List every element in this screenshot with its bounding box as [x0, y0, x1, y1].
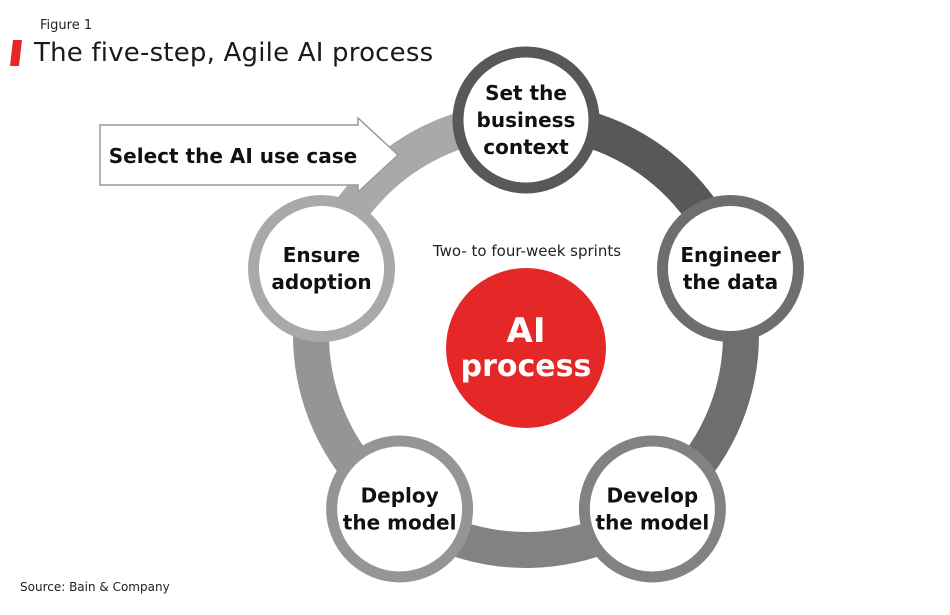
sprint-duration-label: Two- to four-week sprints: [432, 242, 621, 260]
step-node-3: Develop the model: [578, 435, 726, 583]
step-label-line: adoption: [271, 270, 371, 294]
page-title: The five-step, Agile AI process: [34, 38, 434, 68]
step-label-line: context: [483, 135, 569, 159]
step-node-2: Engineer the data: [656, 195, 804, 343]
step-circle: [326, 435, 474, 583]
step-label-line: Ensure: [283, 243, 360, 267]
center-label-line2: process: [461, 349, 592, 384]
step-circle: [248, 195, 396, 343]
step-circle: [452, 46, 600, 194]
step-label-line: the model: [343, 510, 457, 534]
source-note: Source: Bain & Company: [20, 580, 170, 594]
step-label-line: Engineer: [680, 243, 780, 267]
step-node-5: Ensure adoption: [248, 195, 396, 343]
step-node-4: Deploy the model: [326, 435, 474, 583]
title-block: The five-step, Agile AI process: [10, 38, 433, 68]
step-label-line: the model: [596, 510, 710, 534]
entry-arrow-label: Select the AI use case: [109, 144, 357, 168]
entry-arrow: [99, 116, 400, 194]
center-circle: [446, 268, 606, 428]
step-circle: [578, 435, 726, 583]
center-label-line1: AI: [507, 311, 546, 351]
figure-label: Figure 1: [40, 18, 93, 33]
step-node-1: Set the business context: [452, 46, 600, 194]
step-label-line: business: [477, 108, 576, 132]
step-circle: [656, 195, 804, 343]
step-label-line: Develop: [607, 483, 699, 507]
step-label-line: Set the: [485, 81, 567, 105]
step-label-line: Deploy: [361, 483, 439, 507]
step-label-line: the data: [683, 270, 778, 294]
title-accent-mark: [10, 40, 22, 66]
